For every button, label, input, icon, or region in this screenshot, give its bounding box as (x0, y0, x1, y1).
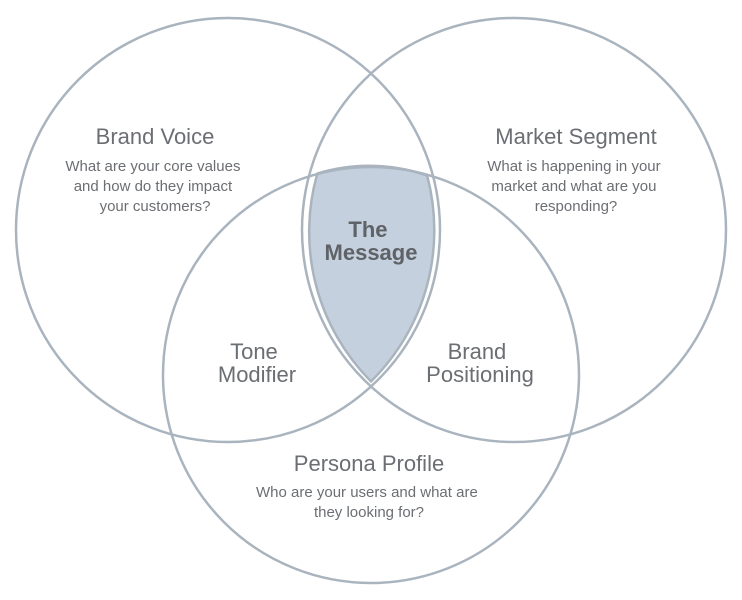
the-message-label-line: The (348, 217, 387, 242)
the-message-label: The Message (325, 217, 418, 265)
brand-positioning-label-line: Brand (448, 339, 507, 364)
market-segment-description-line: responding? (535, 198, 618, 215)
brand-voice-circle (14, 16, 442, 444)
market-segment-description-line: What is happening in your (487, 158, 660, 175)
brand-voice-description-line: What are your core values (65, 158, 240, 175)
persona-profile-description-line: Who are your users and what are (256, 484, 478, 501)
tone-modifier-label-line: Tone (230, 339, 278, 364)
brand-positioning-label: Brand Positioning (426, 339, 534, 387)
brand-voice-description-line: and how do they impact (74, 178, 233, 195)
market-segment-description: What is happening in your market and wha… (487, 158, 665, 215)
persona-profile-circle (161, 165, 581, 585)
market-segment-circle (300, 16, 728, 444)
brand-voice-description-line: your customers? (100, 198, 211, 215)
tone-modifier-label-line: Modifier (218, 362, 296, 387)
persona-profile-title: Persona Profile (294, 451, 444, 476)
tone-modifier-label: Tone Modifier (218, 339, 296, 387)
brand-voice-title: Brand Voice (96, 124, 215, 149)
market-segment-description-line: market and what are you (491, 178, 656, 195)
the-message-label-line: Message (325, 240, 418, 265)
brand-positioning-label-line: Positioning (426, 362, 534, 387)
persona-profile-description: Who are your users and what are they loo… (256, 484, 482, 521)
the-message-region (307, 164, 436, 384)
persona-profile-description-line: they looking for? (314, 504, 424, 521)
market-segment-title: Market Segment (495, 124, 656, 149)
brand-voice-description: What are your core values and how do the… (65, 158, 244, 215)
